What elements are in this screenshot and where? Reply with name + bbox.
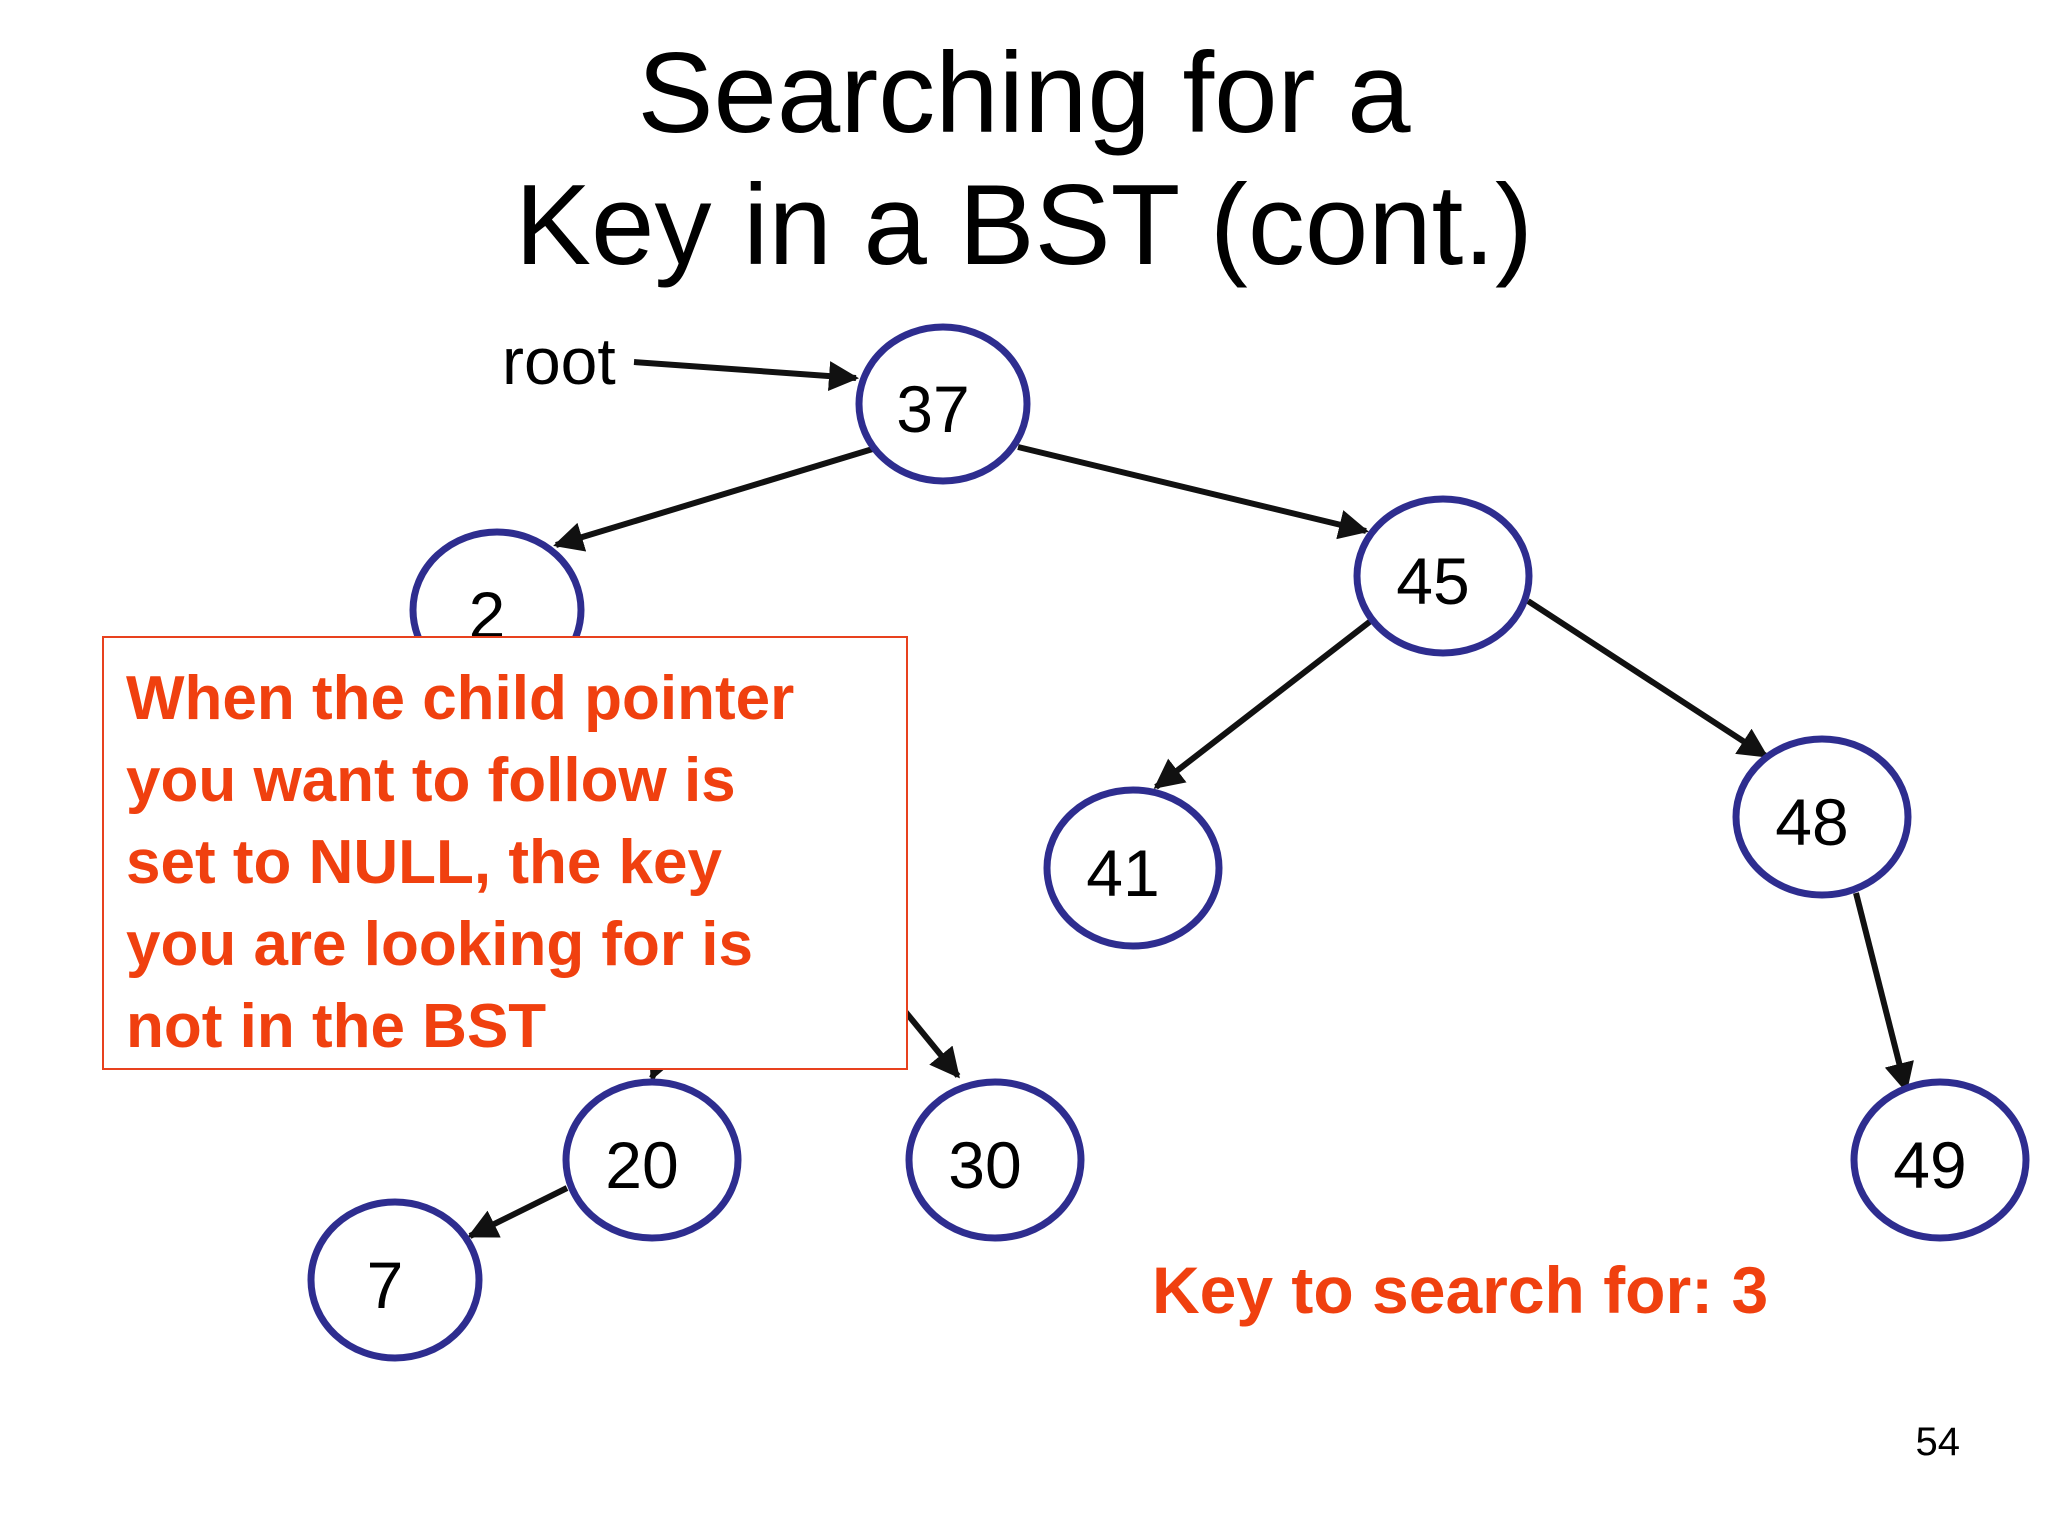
null-pointer-callout: When the child pointer you want to follo… xyxy=(102,636,908,1070)
edge-37-to-2 xyxy=(553,445,877,552)
page-number: 54 xyxy=(1915,1420,1961,1464)
node-circle xyxy=(1850,1078,2030,1242)
root-label: root xyxy=(502,324,616,398)
search-key-note: Key to search for: 3 xyxy=(1152,1253,1769,1327)
slide-title-line-2: Key in a BST (cont.) xyxy=(515,162,1533,289)
node-circle xyxy=(855,323,1031,485)
bst-node-7: 7 xyxy=(307,1198,483,1362)
edge-37-to-45 xyxy=(1017,444,1369,540)
bst-node-49: 49 xyxy=(1850,1078,2030,1242)
node-label: 48 xyxy=(1775,785,1848,859)
node-label: 37 xyxy=(896,372,969,446)
edge-45-to-41 xyxy=(1153,617,1374,790)
node-circle xyxy=(1043,786,1223,950)
bst-node-37: 37 xyxy=(855,323,1031,485)
edges-layer xyxy=(467,444,1914,1239)
bst-node-48: 48 xyxy=(1732,735,1912,899)
bst-node-20: 20 xyxy=(562,1078,742,1242)
bst-node-30: 30 xyxy=(905,1078,1085,1242)
node-circle xyxy=(562,1078,742,1242)
slide-title-line-1: Searching for a xyxy=(637,30,1411,157)
edge-45-to-48 xyxy=(1526,598,1769,759)
node-circle xyxy=(1732,735,1912,899)
node-label: 20 xyxy=(605,1128,678,1202)
edge-20-to-7 xyxy=(467,1185,569,1239)
node-circle xyxy=(905,1078,1085,1242)
root-pointer-arrow xyxy=(633,359,859,392)
node-label: 7 xyxy=(367,1248,404,1322)
node-circle xyxy=(307,1198,483,1362)
node-label: 45 xyxy=(1396,544,1469,618)
edge-48-to-49 xyxy=(1853,892,1914,1093)
bst-node-41: 41 xyxy=(1043,786,1223,950)
node-circle xyxy=(1353,495,1533,657)
node-label: 30 xyxy=(948,1128,1021,1202)
node-label: 49 xyxy=(1893,1128,1966,1202)
edge-to-30-arrow xyxy=(901,1008,961,1079)
bst-node-45: 45 xyxy=(1353,495,1533,657)
node-label: 41 xyxy=(1086,836,1159,910)
